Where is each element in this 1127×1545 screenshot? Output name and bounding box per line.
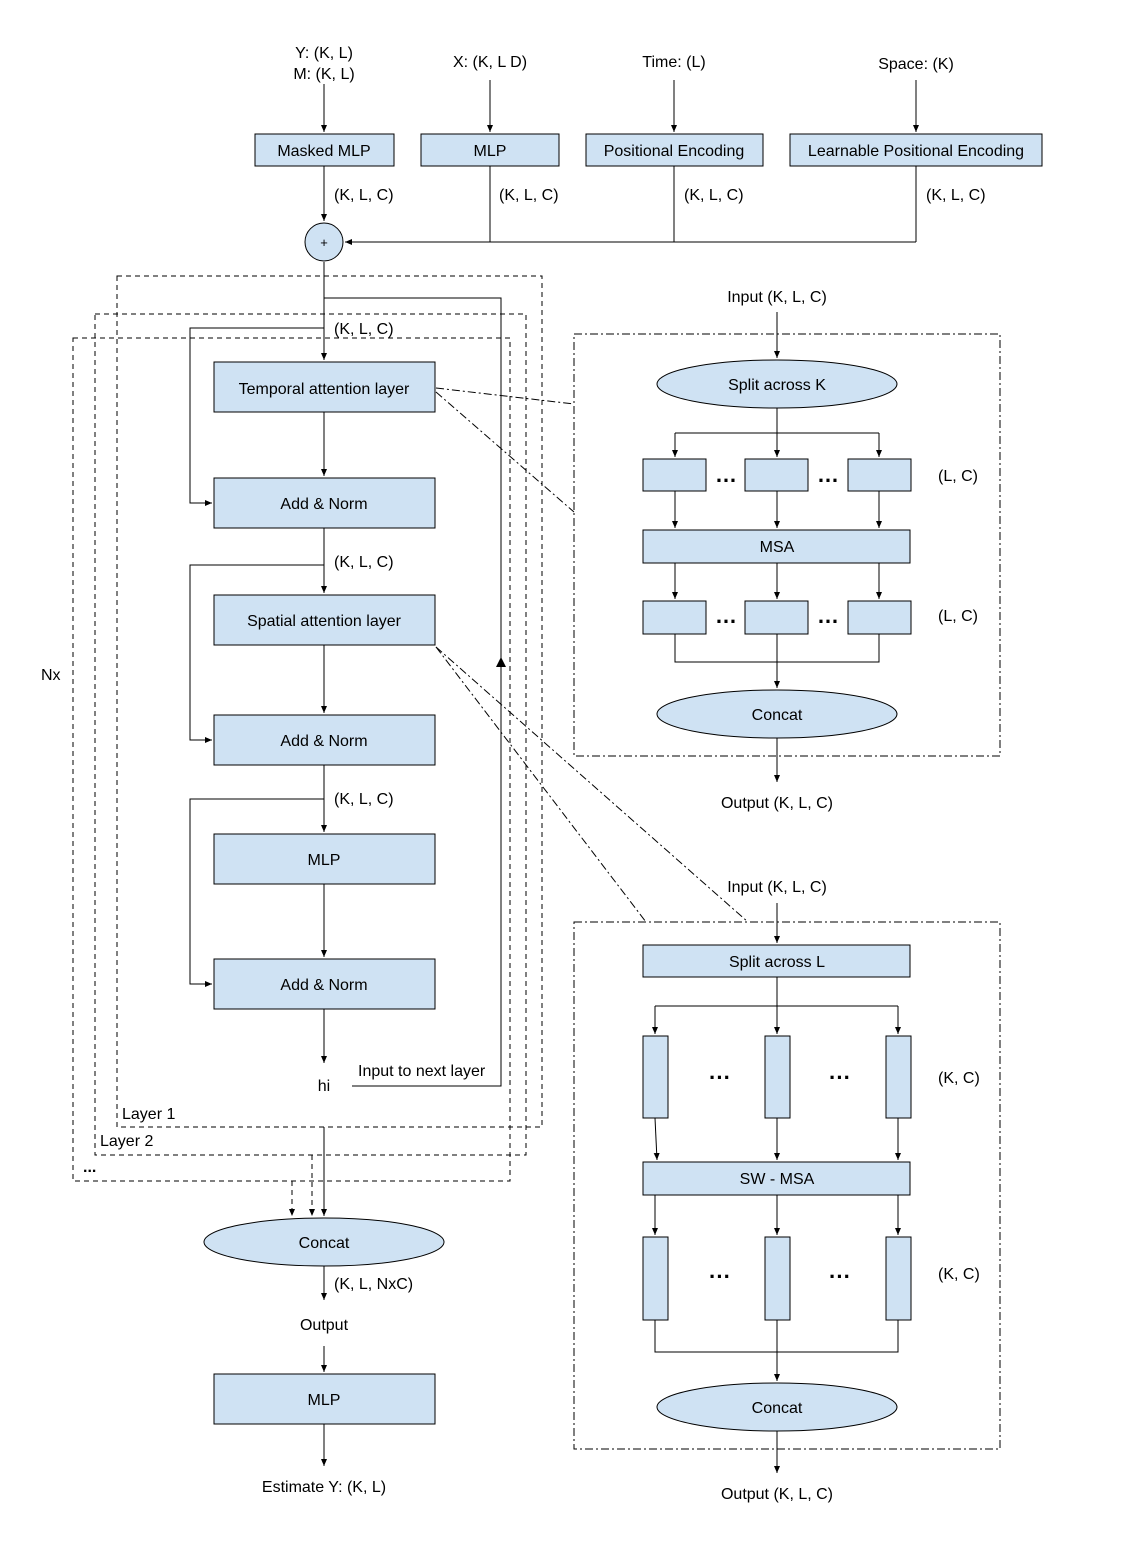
temporal-out-block-1 [642, 600, 707, 635]
concat-output-node: Concat [203, 1217, 445, 1267]
input-space-label: Space: (K) [878, 56, 954, 73]
spatial-split-block-2 [764, 1035, 791, 1119]
split-across-l-label: Split across L [729, 954, 825, 971]
shape-concat-output: (K, L, NxC) [334, 1276, 413, 1293]
add-norm-1-label: Add & Norm [280, 496, 367, 513]
layer-1-frame [116, 275, 543, 1128]
split-across-k-node: Split across K [656, 359, 898, 409]
input-m-label: M: (K, L) [293, 66, 354, 83]
positional-encoding-label: Positional Encoding [604, 143, 745, 160]
nx-label: Nx [41, 667, 61, 684]
spatial-detail-frame [573, 921, 1001, 1450]
masked-mlp-box: Masked MLP [254, 133, 395, 167]
temporal-input-label: Input (K, L, C) [727, 289, 827, 306]
shape-after-temporal: (K, L, C) [334, 554, 394, 571]
hi-label: hi [318, 1078, 330, 1095]
sum-node: + [304, 222, 344, 262]
concat-output-label: Concat [299, 1235, 350, 1252]
temporal-out-block-3 [847, 600, 912, 635]
temporal-split-block-2 [744, 458, 809, 492]
spatial-out-block-1 [642, 1236, 669, 1321]
masked-mlp-label: Masked MLP [277, 143, 370, 160]
temporal-dots-4: … [817, 603, 839, 628]
temporal-out-block-2 [744, 600, 809, 635]
layer-2-label: Layer 2 [100, 1133, 153, 1150]
spatial-dots-1: ··· [709, 1065, 731, 1090]
split-across-k-label: Split across K [728, 377, 826, 394]
mlp-head-box: MLP [213, 1373, 436, 1425]
spatial-dots-2: ··· [829, 1065, 851, 1090]
temporal-detail-frame [573, 333, 1001, 757]
spatial-attention-box: Spatial attention layer [213, 594, 436, 646]
temporal-concat-label: Concat [752, 707, 803, 724]
spatial-input-label: Input (K, L, C) [727, 879, 827, 896]
shape-learnable: (K, L, C) [926, 187, 986, 204]
temporal-attention-box: Temporal attention layer [213, 361, 436, 413]
shape-after-spatial: (K, L, C) [334, 791, 394, 808]
mlp-head-label: MLP [308, 1392, 341, 1409]
estimate-label: Estimate Y: (K, L) [262, 1479, 386, 1496]
msa-box: MSA [642, 529, 911, 564]
input-to-next-layer-label: Input to next layer [358, 1063, 486, 1080]
add-norm-3-label: Add & Norm [280, 977, 367, 994]
temporal-attention-label: Temporal attention layer [239, 381, 410, 398]
temporal-concat-node: Concat [656, 689, 898, 739]
split-across-l-box: Split across L [642, 944, 911, 978]
add-norm-1-box: Add & Norm [213, 477, 436, 529]
spatial-shape-1: (K, C) [938, 1070, 980, 1087]
spatial-dots-3: ··· [709, 1264, 731, 1289]
temporal-split-block-3 [847, 458, 912, 492]
input-time-label: Time: (L) [642, 54, 705, 71]
temporal-dots-2: … [817, 462, 839, 487]
temporal-output-label: Output (K, L, C) [721, 795, 833, 812]
add-norm-2-box: Add & Norm [213, 714, 436, 766]
temporal-shape-1: (L, C) [938, 468, 978, 485]
spatial-out-block-2 [764, 1236, 791, 1321]
spatial-shape-2: (K, C) [938, 1266, 980, 1283]
temporal-shape-2: (L, C) [938, 608, 978, 625]
add-norm-3-box: Add & Norm [213, 958, 436, 1010]
add-norm-2-label: Add & Norm [280, 733, 367, 750]
spatial-output-label: Output (K, L, C) [721, 1486, 833, 1503]
input-y-label: Y: (K, L) [295, 45, 353, 62]
shape-layer-input: (K, L, C) [334, 321, 394, 338]
mlp-layer-box: MLP [213, 833, 436, 885]
spatial-out-block-3 [885, 1236, 912, 1321]
mlp-embedding-label: MLP [474, 143, 507, 160]
learnable-positional-encoding-label: Learnable Positional Encoding [808, 143, 1024, 160]
temporal-split-block-1 [642, 458, 707, 492]
input-x-label: X: (K, L D) [453, 54, 527, 71]
msa-label: MSA [760, 539, 795, 556]
sw-msa-box: SW - MSA [642, 1161, 911, 1196]
positional-encoding-box: Positional Encoding [585, 133, 764, 167]
shape-mlp: (K, L, C) [499, 187, 559, 204]
learnable-positional-encoding-box: Learnable Positional Encoding [789, 133, 1043, 167]
layer-ellipsis: ... [83, 1159, 96, 1176]
spatial-split-block-3 [885, 1035, 912, 1119]
spatial-concat-node: Concat [656, 1382, 898, 1432]
temporal-dots-1: … [715, 462, 737, 487]
sw-msa-label: SW - MSA [740, 1171, 815, 1188]
layer-1-label: Layer 1 [122, 1106, 175, 1123]
sum-symbol: + [320, 235, 328, 250]
mlp-layer-label: MLP [308, 852, 341, 869]
shape-positional: (K, L, C) [684, 187, 744, 204]
spatial-dots-4: ··· [829, 1264, 851, 1289]
mlp-embedding-box: MLP [420, 133, 560, 167]
spatial-concat-label: Concat [752, 1400, 803, 1417]
shape-masked-mlp: (K, L, C) [334, 187, 394, 204]
layer-2-frame [94, 313, 527, 1156]
spatial-split-block-1 [642, 1035, 669, 1119]
spatial-attention-label: Spatial attention layer [247, 613, 402, 630]
output-label: Output [300, 1317, 349, 1334]
temporal-dots-3: … [715, 603, 737, 628]
